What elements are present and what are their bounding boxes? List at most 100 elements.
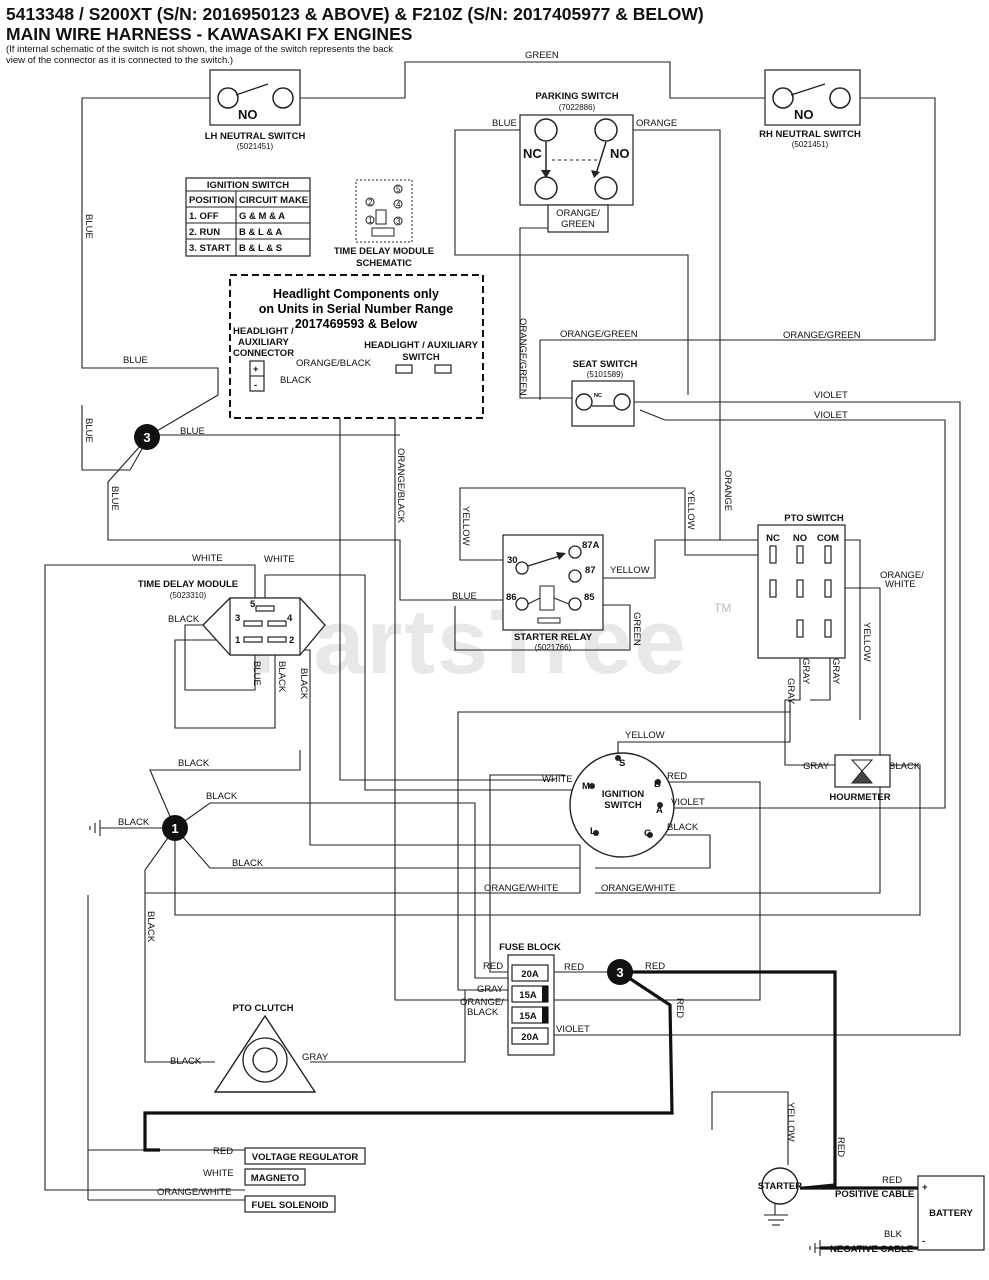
tdm-schematic-label-1: TIME DELAY MODULE xyxy=(334,246,434,257)
engine-components: VOLTAGE REGULATOR MAGNETO FUEL SOLENOID xyxy=(244,1147,366,1213)
ignition-table-cell: B & L & A xyxy=(239,227,282,238)
battery-minus: - xyxy=(922,1236,925,1247)
parking-wire-l2: GREEN xyxy=(561,219,595,230)
hourmeter: HOURMETER xyxy=(829,754,891,803)
wire-label: BLACK xyxy=(118,817,150,828)
headlight-plus: + xyxy=(253,364,259,375)
wire-label: GRAY xyxy=(803,761,830,772)
ign-pin: L xyxy=(590,826,596,837)
wire-label: ORANGE/GREEN xyxy=(783,330,861,341)
ground-symbols xyxy=(89,820,821,1256)
diagram-header: 5413348 / S200XT (S/N: 2016950123 & ABOV… xyxy=(6,4,981,66)
pto-clutch: PTO CLUTCH xyxy=(213,1003,317,1093)
diagram-subtitle: MAIN WIRE HARNESS - KAWASAKI FX ENGINES xyxy=(6,24,413,44)
lh-neutral-switch: NO LH NEUTRAL SWITCH (5021451) xyxy=(205,69,306,151)
magneto-label: MAGNETO xyxy=(251,1173,299,1184)
battery-label: BATTERY xyxy=(929,1208,973,1219)
wire-label: VIOLET xyxy=(556,1024,590,1035)
seat-part: (5101589) xyxy=(587,370,624,379)
ignition-table-cell: 2. RUN xyxy=(189,227,220,238)
headlight-conn-2: AUXILIARY xyxy=(238,337,290,348)
wire-label: ORANGE/ xyxy=(460,997,504,1008)
node-3-red: 3 xyxy=(616,965,623,980)
tdm-part: (5023310) xyxy=(170,591,207,600)
wire-label: VIOLET xyxy=(814,410,848,421)
ignition-table-title: IGNITION SWITCH xyxy=(207,180,289,191)
pto-nc: NC xyxy=(766,533,780,544)
ign-pin: A xyxy=(656,805,663,816)
ignition-table-header-position: POSITION xyxy=(189,195,235,206)
wire-label: YELLOW xyxy=(785,1102,796,1142)
ign-label-2: SWITCH xyxy=(604,800,642,811)
nodes: 3 1 3 xyxy=(134,424,633,985)
pto-switch-label: PTO SWITCH xyxy=(784,513,844,524)
wire-label: NEGATIVE CABLE xyxy=(830,1244,913,1255)
ignition-table-cell: 1. OFF xyxy=(189,211,219,222)
fuse-block-label: FUSE BLOCK xyxy=(499,942,561,953)
wire-label: BLACK xyxy=(889,761,921,772)
ign-pin: G xyxy=(644,828,651,839)
wire-label: BLACK xyxy=(170,1056,202,1067)
relay-pin: 30 xyxy=(507,555,518,566)
rh-neutral-label: RH NEUTRAL SWITCH xyxy=(759,129,861,140)
wire-label: BLACK xyxy=(467,1007,499,1018)
fuse-label: 20A xyxy=(521,969,539,980)
ignition-table-cell: B & L & S xyxy=(239,243,282,254)
fuse-label: 15A xyxy=(519,1011,537,1022)
pto-no: NO xyxy=(793,533,807,544)
parking-wire-l1: ORANGE/ xyxy=(556,208,600,219)
fuse-label: 15A xyxy=(519,990,537,1001)
wire-label: ORANGE xyxy=(636,118,677,129)
wire-label: BLUE xyxy=(83,418,94,443)
wire-label: BLUE xyxy=(109,486,120,511)
wire-label: VIOLET xyxy=(671,797,705,808)
wire-label: GRAY xyxy=(477,984,504,995)
tdm-pin: 1 xyxy=(368,216,373,225)
ignition-table: IGNITION SWITCH POSITION CIRCUIT MAKE 1.… xyxy=(185,177,311,257)
node-3-left: 3 xyxy=(143,430,150,445)
wire-label: GRAY xyxy=(302,1052,329,1063)
wire-label: WHITE xyxy=(885,579,916,590)
node-1: 1 xyxy=(171,821,178,836)
parking-label: PARKING SWITCH xyxy=(535,91,618,102)
wire-label: RED xyxy=(645,961,665,972)
lh-neutral-label: LH NEUTRAL SWITCH xyxy=(205,131,306,142)
wire-label: BLK xyxy=(884,1229,903,1240)
wire-label: GREEN xyxy=(525,50,559,61)
wire-label: BLACK xyxy=(206,791,238,802)
wire-label: BLACK xyxy=(232,858,264,869)
relay-pin: 85 xyxy=(584,592,595,603)
relay-label: STARTER RELAY xyxy=(514,632,593,643)
wire-label: GRAY xyxy=(785,678,796,705)
wire-label: BLACK xyxy=(667,822,699,833)
wire-label: BLACK xyxy=(276,661,287,693)
pto-switch: PTO SWITCH NC NO COM xyxy=(757,513,846,659)
relay-pin: 87A xyxy=(582,540,600,551)
wire-label: GRAY xyxy=(800,658,811,685)
battery-plus: + xyxy=(922,1182,928,1193)
relay-part: (5021766) xyxy=(535,643,572,652)
tdm-pin: 4 xyxy=(396,200,401,209)
ign-pin: S xyxy=(619,758,625,769)
wire-label: ORANGE/BLACK xyxy=(395,448,406,524)
fuse-label: 20A xyxy=(521,1032,539,1043)
wire-label: RED xyxy=(882,1175,902,1186)
headlight-line-2: on Units in Serial Number Range xyxy=(259,302,454,316)
wire-label: BLUE xyxy=(123,355,148,366)
wire-label: YELLOW xyxy=(610,565,650,576)
time-delay-module: TIME DELAY MODULE (5023310) 5 3 4 1 2 xyxy=(138,579,326,656)
tdm-pin-label: 3 xyxy=(235,613,240,624)
wire-label: RED xyxy=(564,962,584,973)
tdm-pin-label: 1 xyxy=(235,635,241,646)
wire-label: ORANGE/GREEN xyxy=(517,318,528,396)
diagram-title: 5413348 / S200XT (S/N: 2016950123 & ABOV… xyxy=(6,4,704,24)
wire-label: RED xyxy=(667,771,687,782)
wire-label: ORANGE/WHITE xyxy=(484,883,558,894)
headlight-conn-3: CONNECTOR xyxy=(233,348,294,359)
tdm-pin-label: 5 xyxy=(250,599,256,610)
headlight-sw-2: SWITCH xyxy=(402,352,440,363)
wire-label: YELLOW xyxy=(625,730,665,741)
seat-contact: NC xyxy=(594,393,602,399)
wire-label: ORANGE/ xyxy=(880,570,924,581)
